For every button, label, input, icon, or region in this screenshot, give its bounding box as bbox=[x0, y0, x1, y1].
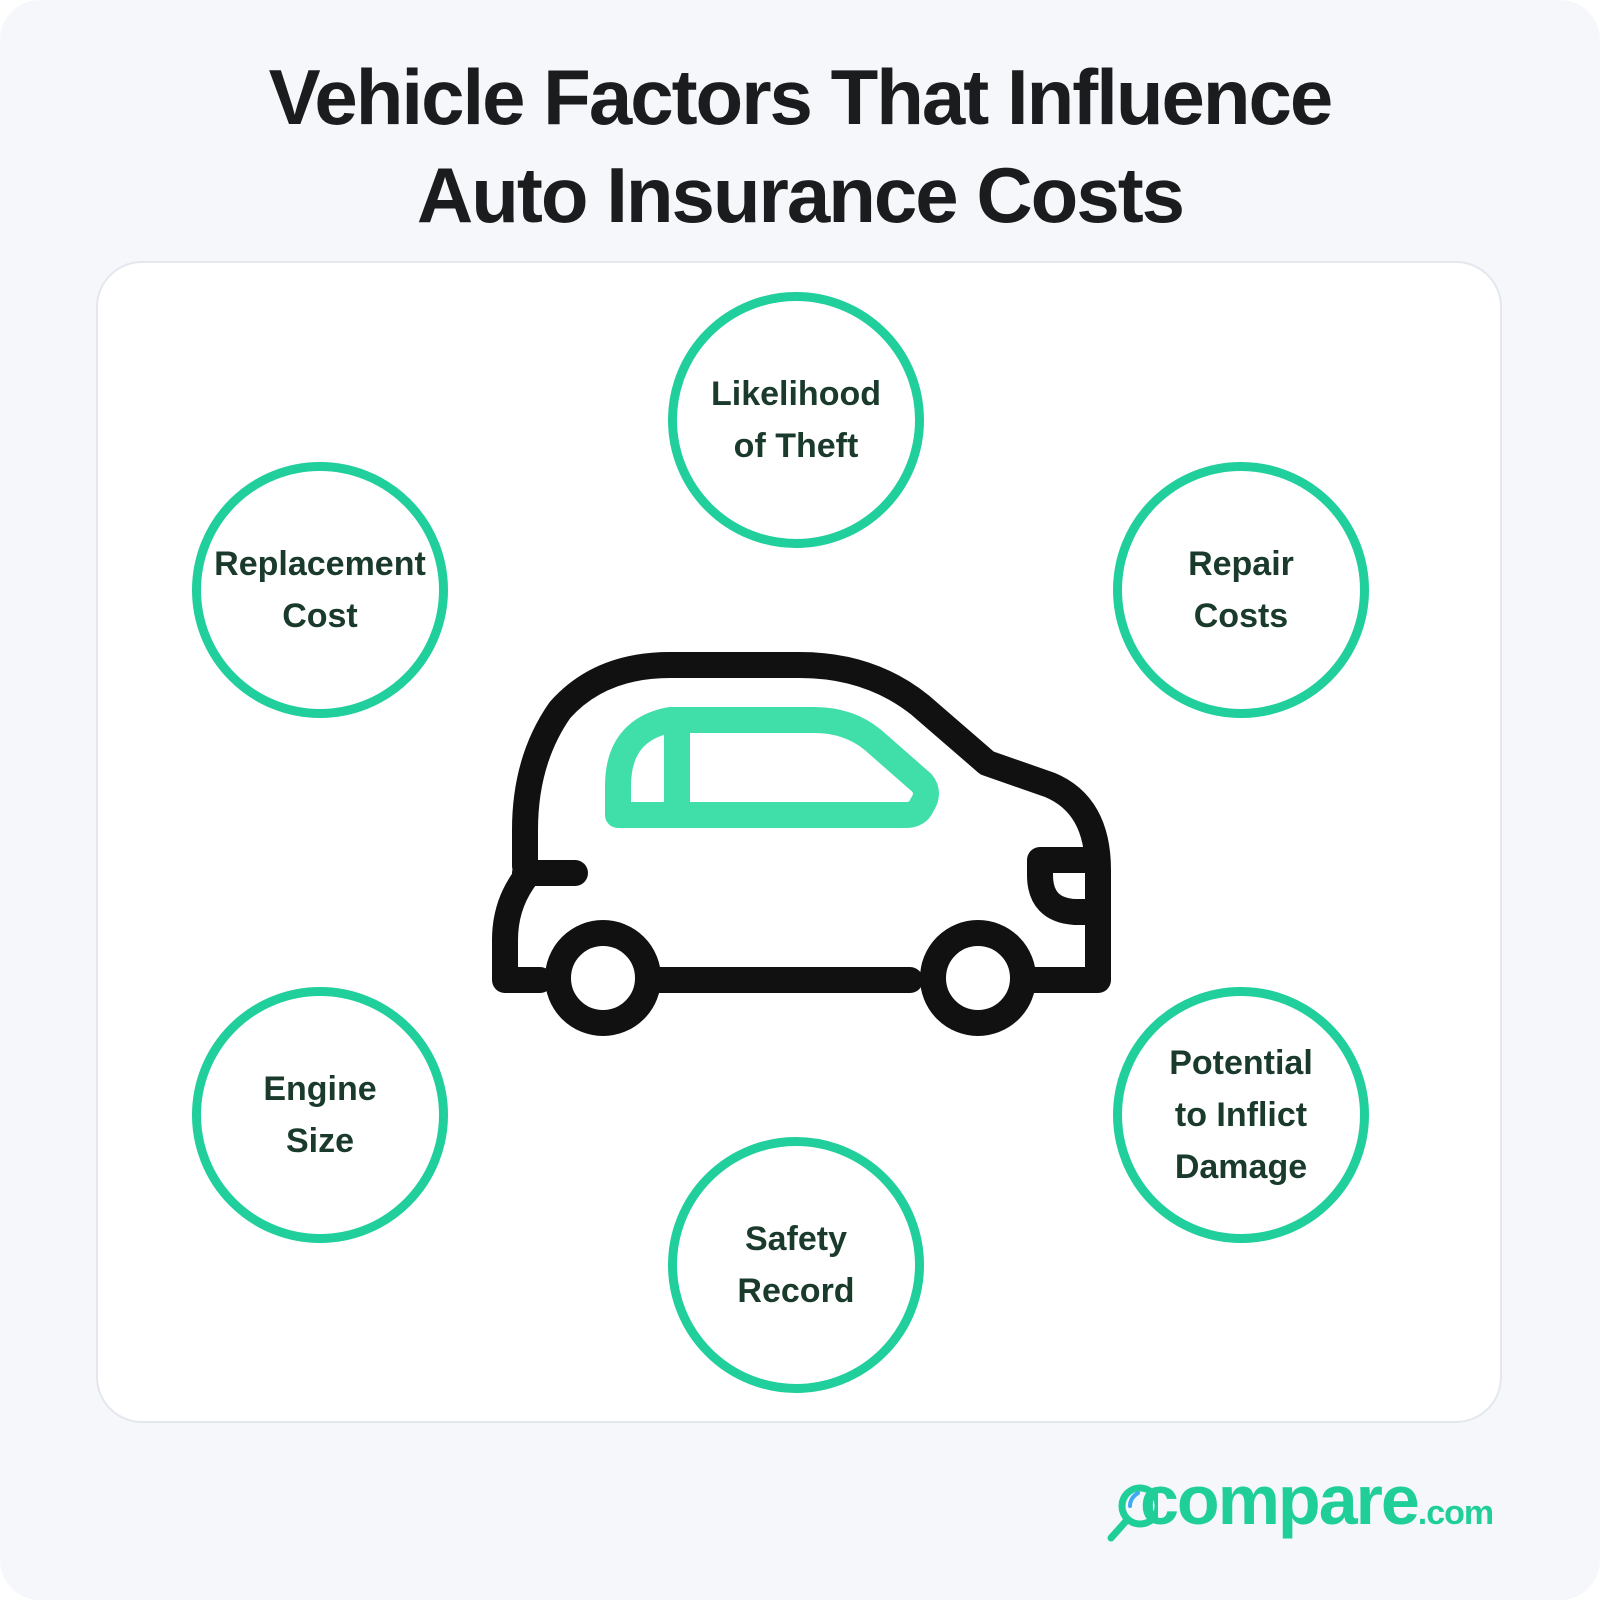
car-headlight bbox=[1027, 847, 1108, 925]
factor-label-line: Cost bbox=[282, 597, 358, 635]
compare-logo: compare.com bbox=[1106, 1460, 1506, 1550]
factor-label: Potential to Inflict Damage bbox=[1169, 1037, 1313, 1193]
factor-label-line: Potential bbox=[1169, 1044, 1313, 1082]
factor-label-line: Engine bbox=[263, 1070, 377, 1108]
title-line-2: Auto Insurance Costs bbox=[416, 151, 1185, 239]
factor-label-line: Replacement bbox=[214, 545, 426, 583]
factor-label: Replacement Cost bbox=[214, 538, 426, 642]
factor-label: Repair Costs bbox=[1188, 538, 1294, 642]
factor-label-line: Likelihood bbox=[711, 375, 881, 413]
car-body-outline bbox=[492, 652, 1111, 993]
factor-label-line: Damage bbox=[1174, 1148, 1308, 1186]
car-front-wheel bbox=[920, 920, 1036, 1036]
factor-label-line: Record bbox=[737, 1272, 855, 1310]
logo-wordmark: compare.com bbox=[1140, 1460, 1494, 1540]
factor-engine-size: Engine Size bbox=[192, 987, 448, 1243]
factor-label-line: Costs bbox=[1193, 597, 1289, 635]
title-line-1: Vehicle Factors That Influence bbox=[268, 53, 1334, 141]
factor-likelihood-of-theft: Likelihood of Theft bbox=[668, 292, 924, 548]
factor-potential-to-inflict-damage: Potential to Inflict Damage bbox=[1113, 987, 1369, 1243]
car-icon bbox=[492, 652, 1111, 1036]
car-window bbox=[605, 707, 939, 828]
car-rear-wheel bbox=[545, 920, 661, 1036]
factor-label-line: of Theft bbox=[733, 427, 859, 465]
logo-main-text: compare bbox=[1140, 1461, 1420, 1539]
factor-safety-record: Safety Record bbox=[668, 1137, 924, 1393]
page-title: Vehicle Factors That Influence Auto Insu… bbox=[0, 48, 1600, 244]
factor-label-line: Repair bbox=[1188, 545, 1294, 583]
factor-label: Engine Size bbox=[263, 1063, 376, 1167]
magnifier-icon bbox=[1107, 1484, 1158, 1542]
factor-label: Likelihood of Theft bbox=[711, 368, 881, 472]
factor-label-line: Safety bbox=[744, 1220, 848, 1258]
factor-replacement-cost: Replacement Cost bbox=[192, 462, 448, 718]
factor-repair-costs: Repair Costs bbox=[1113, 462, 1369, 718]
factor-label: Safety Record bbox=[737, 1213, 854, 1317]
factor-label-line: Size bbox=[285, 1122, 355, 1160]
logo-tld-text: .com bbox=[1417, 1494, 1494, 1532]
factor-label-line: to Inflict bbox=[1174, 1096, 1308, 1134]
